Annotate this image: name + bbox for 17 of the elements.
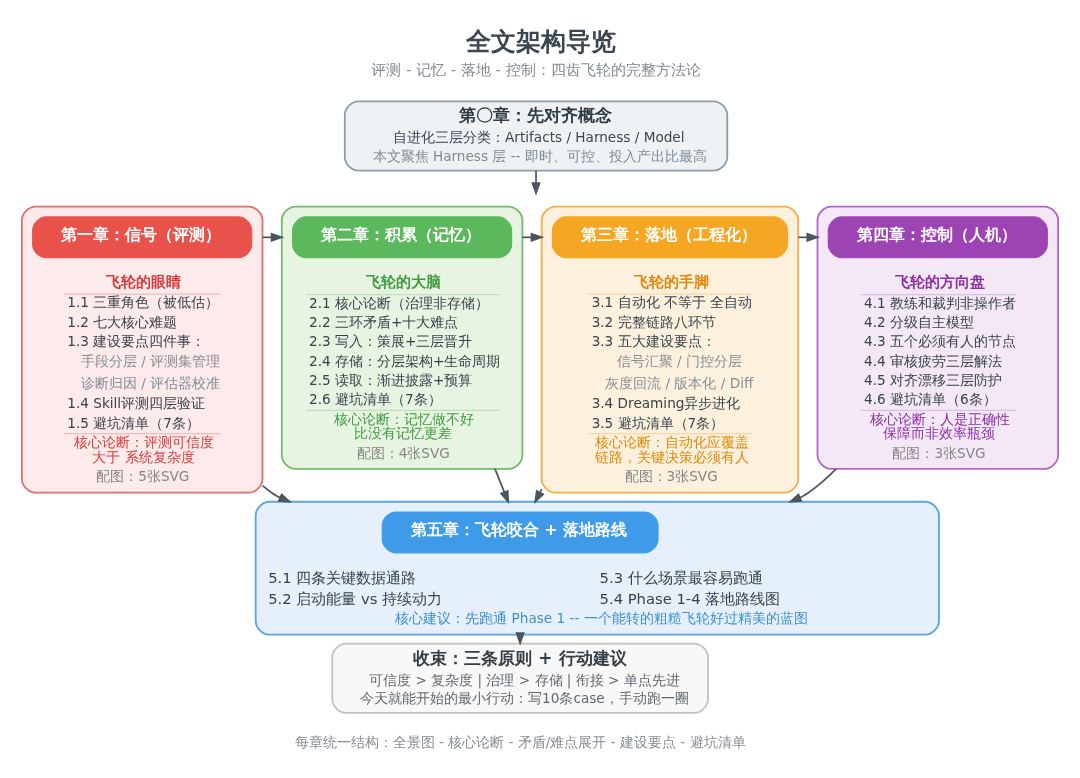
node-box: 第一章：信号（评测） bbox=[32, 216, 253, 259]
arrow bbox=[261, 484, 292, 503]
arrow bbox=[788, 468, 837, 503]
node-box: 第二章：积累（记忆） bbox=[292, 216, 513, 259]
arrow bbox=[531, 170, 541, 196]
node-box: 第五章：飞轮咬合 + 落地路线 bbox=[381, 511, 659, 554]
caption: 每章统一结构：全景图 - 核心论断 - 矛盾/难点展开 - 建设要点 - 避坑清单 bbox=[294, 734, 746, 751]
diagram-title: 全文架构导览 bbox=[465, 26, 616, 56]
arrow bbox=[261, 232, 285, 243]
node-box: 第三章：落地（工程化） bbox=[551, 216, 788, 259]
label: 评测 - 记忆 - 落地 - 控制：四齿飞轮的完整方法论 bbox=[371, 60, 701, 78]
node-box: 第四章：控制（人机） bbox=[827, 216, 1048, 259]
arrow bbox=[494, 468, 510, 505]
node-box: 收束：三条原则 + 行动建议 可信度 > 复杂度 | 治理 > 存储 | 衔接 > 单点先进 今天就能开始的最小行动：写10条case，手动跑一圈 bbox=[331, 642, 709, 714]
node-box: 第〇章：先对齐概念 自进化三层分类：Artifacts / Harness / Model 本文聚焦 Harness 层 -- 即时、可控、投入产出比最高 bbox=[343, 100, 729, 172]
arrow bbox=[521, 232, 545, 243]
arrow bbox=[797, 232, 821, 243]
